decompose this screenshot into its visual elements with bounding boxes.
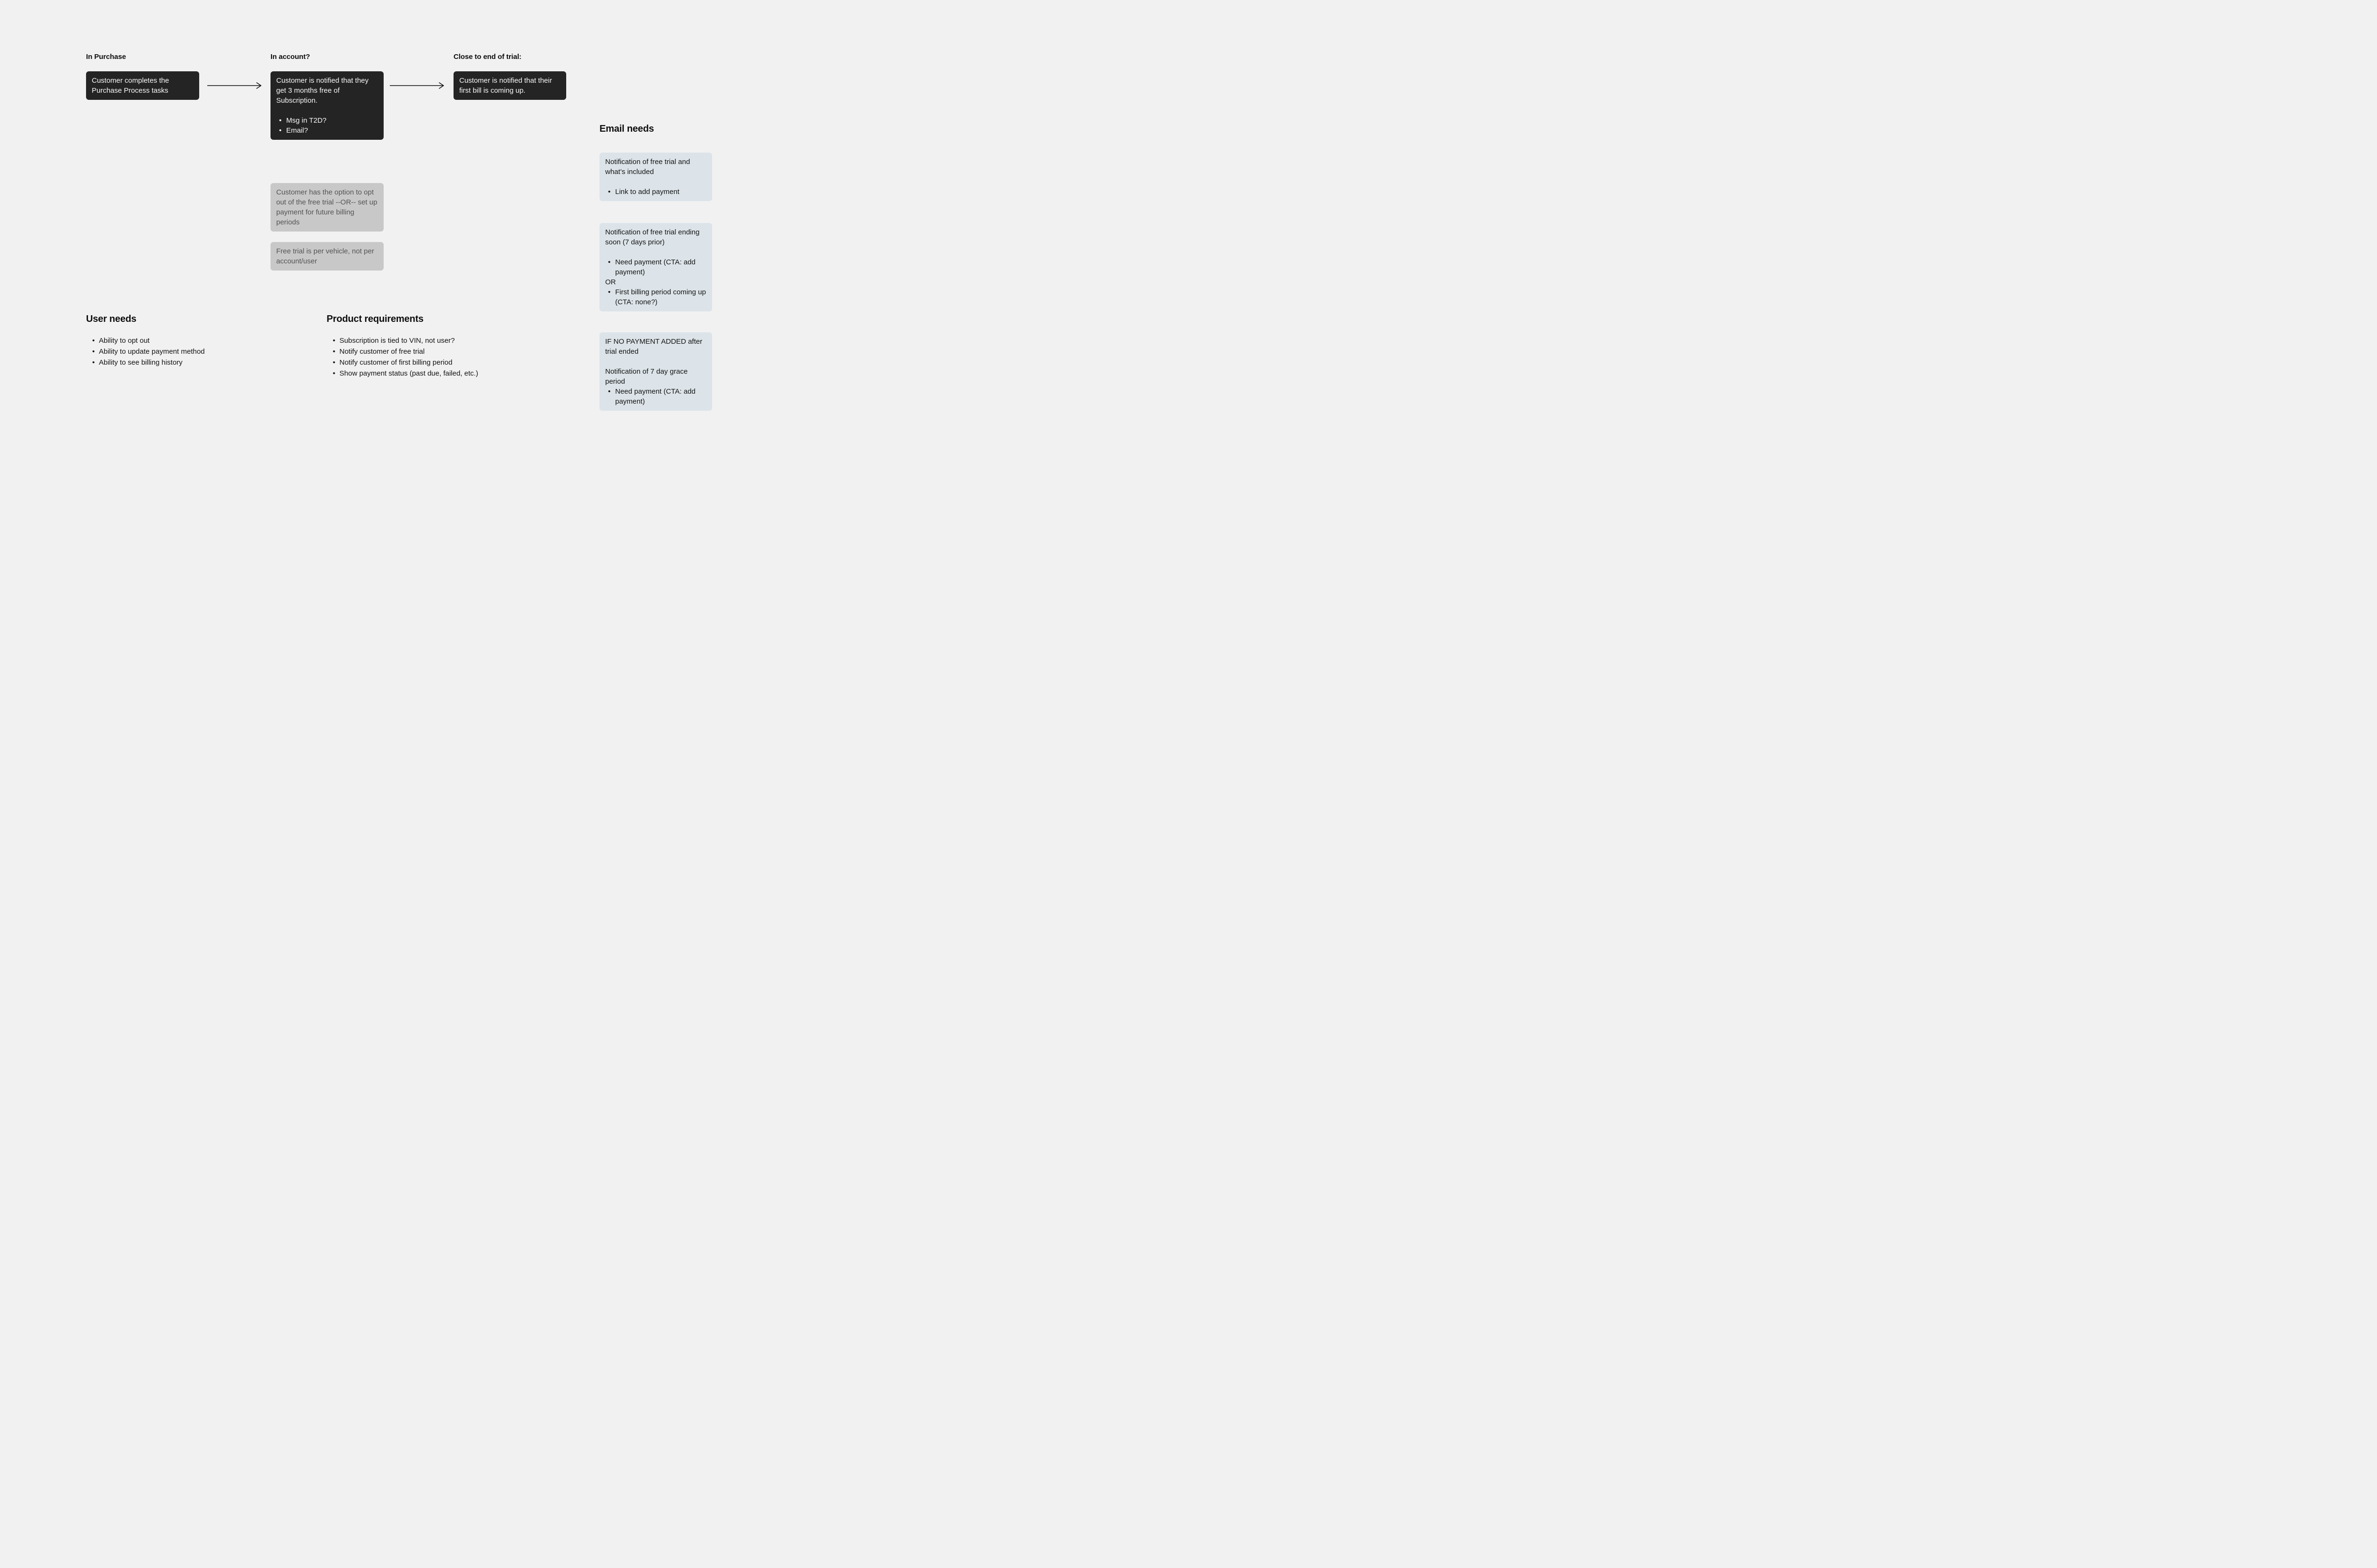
user-need-item: Ability to update payment method bbox=[86, 346, 248, 357]
email-card-bullet-list: First billing period coming up (CTA: non… bbox=[605, 287, 706, 307]
sticky-note-purchase-complete[interactable]: Customer completes the Purchase Process … bbox=[86, 71, 199, 100]
user-need-item: Ability to see billing history bbox=[86, 357, 248, 368]
product-requirements-list: Subscription is tied to VIN, not user? N… bbox=[327, 335, 517, 379]
sticky-note-text: Customer is notified that they get 3 mon… bbox=[276, 77, 369, 105]
email-card-no-payment-grace-period[interactable]: IF NO PAYMENT ADDED after trial ended No… bbox=[599, 332, 712, 411]
bullet-item: Need payment (CTA: add payment) bbox=[605, 257, 706, 277]
email-card-title: Notification of free trial and what’s in… bbox=[605, 158, 690, 176]
bullet-item: Link to add payment bbox=[605, 187, 706, 197]
flow-connector-arrow-2[interactable] bbox=[389, 82, 446, 89]
sticky-note-free-trial-notification[interactable]: Customer is notified that they get 3 mon… bbox=[271, 71, 384, 140]
sticky-note-bullet-list: Msg in T2D? Email? bbox=[276, 116, 378, 136]
sticky-note-text: Customer completes the Purchase Process … bbox=[92, 77, 169, 95]
email-card-title: Notification of free trial ending soon (… bbox=[605, 228, 700, 246]
sticky-note-text: Customer is notified that their first bi… bbox=[459, 77, 552, 95]
flow-step-heading-close-to-end-of-trial: Close to end of trial: bbox=[454, 53, 522, 61]
bullet-item: Need payment (CTA: add payment) bbox=[605, 387, 706, 407]
sticky-note-text: Customer has the option to opt out of th… bbox=[276, 188, 377, 226]
product-requirement-item: Subscription is tied to VIN, not user? bbox=[327, 335, 517, 346]
email-card-trial-ending-soon[interactable]: Notification of free trial ending soon (… bbox=[599, 223, 712, 311]
flow-step-heading-in-account: In account? bbox=[271, 53, 310, 61]
sticky-note-opt-out-option[interactable]: Customer has the option to opt out of th… bbox=[271, 183, 384, 232]
sticky-note-first-bill-notification[interactable]: Customer is notified that their first bi… bbox=[454, 71, 566, 100]
bullet-item: Email? bbox=[276, 126, 378, 136]
sticky-note-text: Free trial is per vehicle, not per accou… bbox=[276, 247, 374, 265]
email-card-title: IF NO PAYMENT ADDED after trial ended bbox=[605, 338, 703, 356]
user-needs-heading: User needs bbox=[86, 314, 136, 324]
user-needs-list: Ability to opt out Ability to update pay… bbox=[86, 335, 248, 368]
user-need-item: Ability to opt out bbox=[86, 335, 248, 346]
email-card-bullet-list: Need payment (CTA: add payment) bbox=[605, 257, 706, 277]
flow-step-heading-in-purchase: In Purchase bbox=[86, 53, 126, 61]
email-needs-heading: Email needs bbox=[599, 124, 654, 134]
email-card-subtitle: Notification of 7 day grace period bbox=[605, 368, 688, 386]
product-requirement-item: Show payment status (past due, failed, e… bbox=[327, 368, 517, 379]
product-requirements-heading: Product requirements bbox=[327, 314, 424, 324]
product-requirement-item: Notify customer of free trial bbox=[327, 346, 517, 357]
email-card-free-trial-included[interactable]: Notification of free trial and what’s in… bbox=[599, 153, 712, 201]
email-card-bullet-list: Need payment (CTA: add payment) bbox=[605, 387, 706, 407]
or-label: OR bbox=[605, 278, 616, 286]
sticky-note-trial-per-vehicle[interactable]: Free trial is per vehicle, not per accou… bbox=[271, 242, 384, 271]
product-requirement-item: Notify customer of first billing period bbox=[327, 357, 517, 368]
bullet-item: First billing period coming up (CTA: non… bbox=[605, 287, 706, 307]
flow-connector-arrow-1[interactable] bbox=[207, 82, 264, 89]
email-card-bullet-list: Link to add payment bbox=[605, 187, 706, 197]
bullet-item: Msg in T2D? bbox=[276, 116, 378, 126]
